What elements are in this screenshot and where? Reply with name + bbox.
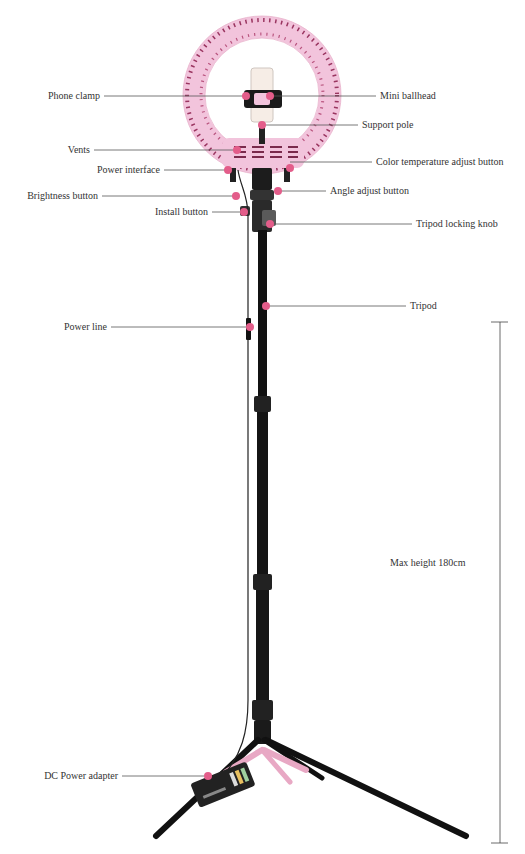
part-label: Tripod: [410, 300, 437, 312]
part-label: Power interface: [97, 164, 160, 176]
part-label: Max height 180cm: [390, 557, 466, 569]
part-label: DC Power adapter: [44, 770, 118, 782]
part-label: Phone clamp: [48, 90, 100, 102]
part-label: Tripod locking knob: [416, 218, 498, 230]
part-label: Vents: [68, 144, 90, 156]
part-label: Color temperature adjust button: [376, 156, 503, 168]
part-label: Mini ballhead: [380, 90, 436, 102]
part-label: Brightness button: [27, 190, 98, 202]
part-label: Support pole: [362, 119, 413, 131]
part-label: Install button: [155, 206, 208, 218]
part-label: Angle adjust button: [330, 185, 409, 197]
part-label: Power line: [64, 321, 107, 333]
